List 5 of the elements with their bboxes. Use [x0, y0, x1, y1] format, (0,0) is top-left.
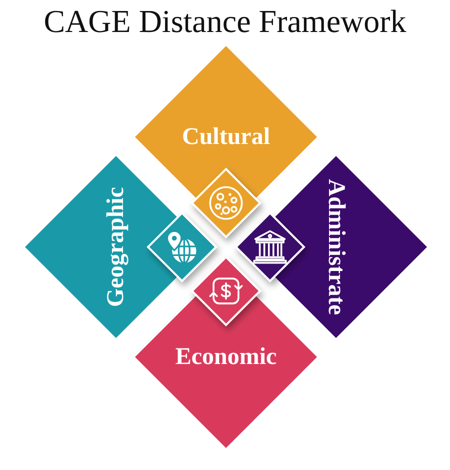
category-label: Administrate — [324, 179, 348, 315]
category-label: Geographic — [104, 187, 128, 307]
diagram-title: CAGE Distance Framework — [44, 2, 406, 40]
category-label: Economic — [175, 345, 277, 369]
category-label: Cultural — [182, 125, 270, 149]
